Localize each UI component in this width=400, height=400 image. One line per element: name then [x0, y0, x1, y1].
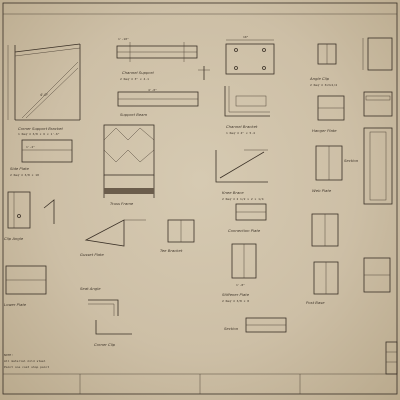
svg-text:All material mild steel: All material mild steel	[4, 359, 46, 363]
svg-text:2 Req'd 2 1/2 x 2 x 1/4: 2 Req'd 2 1/2 x 2 x 1/4	[222, 197, 264, 201]
side-section-label: Section	[344, 158, 359, 163]
svg-text:Web Plate: Web Plate	[312, 188, 332, 193]
svg-text:NOTE:: NOTE:	[4, 353, 13, 357]
detail-23-stiffener: 1'-8" Stiffener Plate 2 Req'd 3/8 x 8	[222, 243, 257, 303]
detail-5-square-plate	[362, 37, 393, 71]
svg-text:Lower Plate: Lower Plate	[4, 302, 27, 307]
detail-11-truss-frame: Truss Frame	[103, 124, 155, 206]
detail-21-seat-angle: Seat Angle	[80, 286, 119, 316]
svg-text:Post Base: Post Base	[306, 300, 325, 305]
svg-text:Stiffener Plate: Stiffener Plate	[222, 292, 250, 297]
svg-text:Tee Bracket: Tee Bracket	[160, 248, 183, 253]
detail-19-bearing	[311, 213, 339, 247]
detail-3-base-plate: 10"	[225, 35, 275, 75]
detail-13-web-plate: Web Plate	[312, 145, 343, 193]
svg-text:Connection Plate: Connection Plate	[228, 228, 261, 233]
detail-17-tee-bracket: Tee Bracket	[160, 219, 195, 253]
svg-text:Paint one coat shop paint: Paint one coat shop paint	[4, 365, 49, 369]
detail-9-bar-strap	[363, 91, 393, 117]
detail-8-hanger: Hanger Plate	[312, 95, 345, 133]
detail-20-lower-plate: Lower Plate	[4, 265, 47, 307]
detail-26-end-plate	[363, 257, 391, 293]
svg-text:Clip Angle: Clip Angle	[4, 236, 24, 241]
svg-text:1 Req'd 3/8 x 6 x 1'-6": 1 Req'd 3/8 x 6 x 1'-6"	[18, 132, 60, 136]
svg-text:1'-10": 1'-10"	[118, 37, 129, 41]
detail-12-knee-brace: Knee Brace 2 Req'd 2 1/2 x 2 x 1/4	[215, 149, 268, 201]
detail-14-column-section: Section	[344, 127, 393, 205]
svg-text:Channel Bracket: Channel Bracket	[226, 124, 258, 129]
svg-text:2 Req'd 3/8 x 8: 2 Req'd 3/8 x 8	[222, 299, 249, 303]
svg-text:1'-8": 1'-8"	[236, 283, 245, 287]
sheet-border	[2, 2, 398, 395]
detail-22-corner-clip: Corner Clip	[94, 320, 132, 347]
svg-text:2 Req'd 3x3x1/4: 2 Req'd 3x3x1/4	[310, 83, 337, 87]
svg-text:Corner Clip: Corner Clip	[94, 342, 116, 347]
bottom-strip	[79, 374, 301, 394]
svg-text:1 Req'd 4" x 5.4: 1 Req'd 4" x 5.4	[226, 131, 255, 135]
svg-text:Angle Clip: Angle Clip	[309, 76, 330, 81]
svg-text:Channel Support: Channel Support	[122, 70, 154, 75]
svg-text:Hanger Plate: Hanger Plate	[312, 128, 337, 133]
detail-25-post-base: Post Base	[306, 261, 339, 305]
detail-24-bottom-section: Section	[224, 317, 287, 333]
general-notes: NOTE: All material mild steel Paint one …	[4, 353, 49, 369]
detail-7-channel-bracket: Channel Bracket 1 Req'd 4" x 5.4	[224, 86, 270, 135]
svg-text:Knee Brace: Knee Brace	[222, 190, 244, 195]
svg-text:4'-0": 4'-0"	[148, 88, 157, 92]
detail-4-angle-clip: Angle Clip 2 Req'd 3x3x1/4	[309, 43, 337, 87]
svg-text:Gusset Plate: Gusset Plate	[80, 252, 104, 257]
svg-text:10": 10"	[243, 35, 249, 39]
title-block	[385, 341, 398, 375]
svg-text:Corner Support Bracket: Corner Support Bracket	[18, 126, 63, 131]
detail-10-plate-side: 1'-2" Side Plate 2 Req'd 3/8 x 10	[10, 139, 73, 177]
detail-18-connection: Connection Plate	[228, 203, 267, 233]
svg-text:2 Req'd 3/8 x 10: 2 Req'd 3/8 x 10	[10, 173, 39, 177]
svg-text:2 Req'd 3" x 4.1: 2 Req'd 3" x 4.1	[120, 77, 149, 81]
detail-6-beam-elevation: 4'-0" Support Beam	[117, 88, 199, 117]
svg-text:4'-0": 4'-0"	[40, 93, 48, 97]
svg-text:Seat Angle: Seat Angle	[80, 286, 101, 291]
svg-text:1'-2": 1'-2"	[26, 145, 35, 149]
detail-15-clip-angle: Clip Angle	[4, 191, 55, 241]
svg-text:Truss Frame: Truss Frame	[110, 201, 134, 206]
detail-16-gusset: Gusset Plate	[80, 219, 146, 257]
detail-1-wall-bracket: 4'-0" Corner Support Bracket 1 Req'd 3/8…	[7, 43, 81, 136]
bottom-section-label: Section	[224, 326, 239, 331]
detail-2-channel-plan: 1'-10" Channel Support 2 Req'd 3" x 4.1	[116, 37, 210, 81]
svg-text:Side Plate: Side Plate	[10, 166, 30, 171]
svg-text:Support Beam: Support Beam	[120, 112, 147, 117]
